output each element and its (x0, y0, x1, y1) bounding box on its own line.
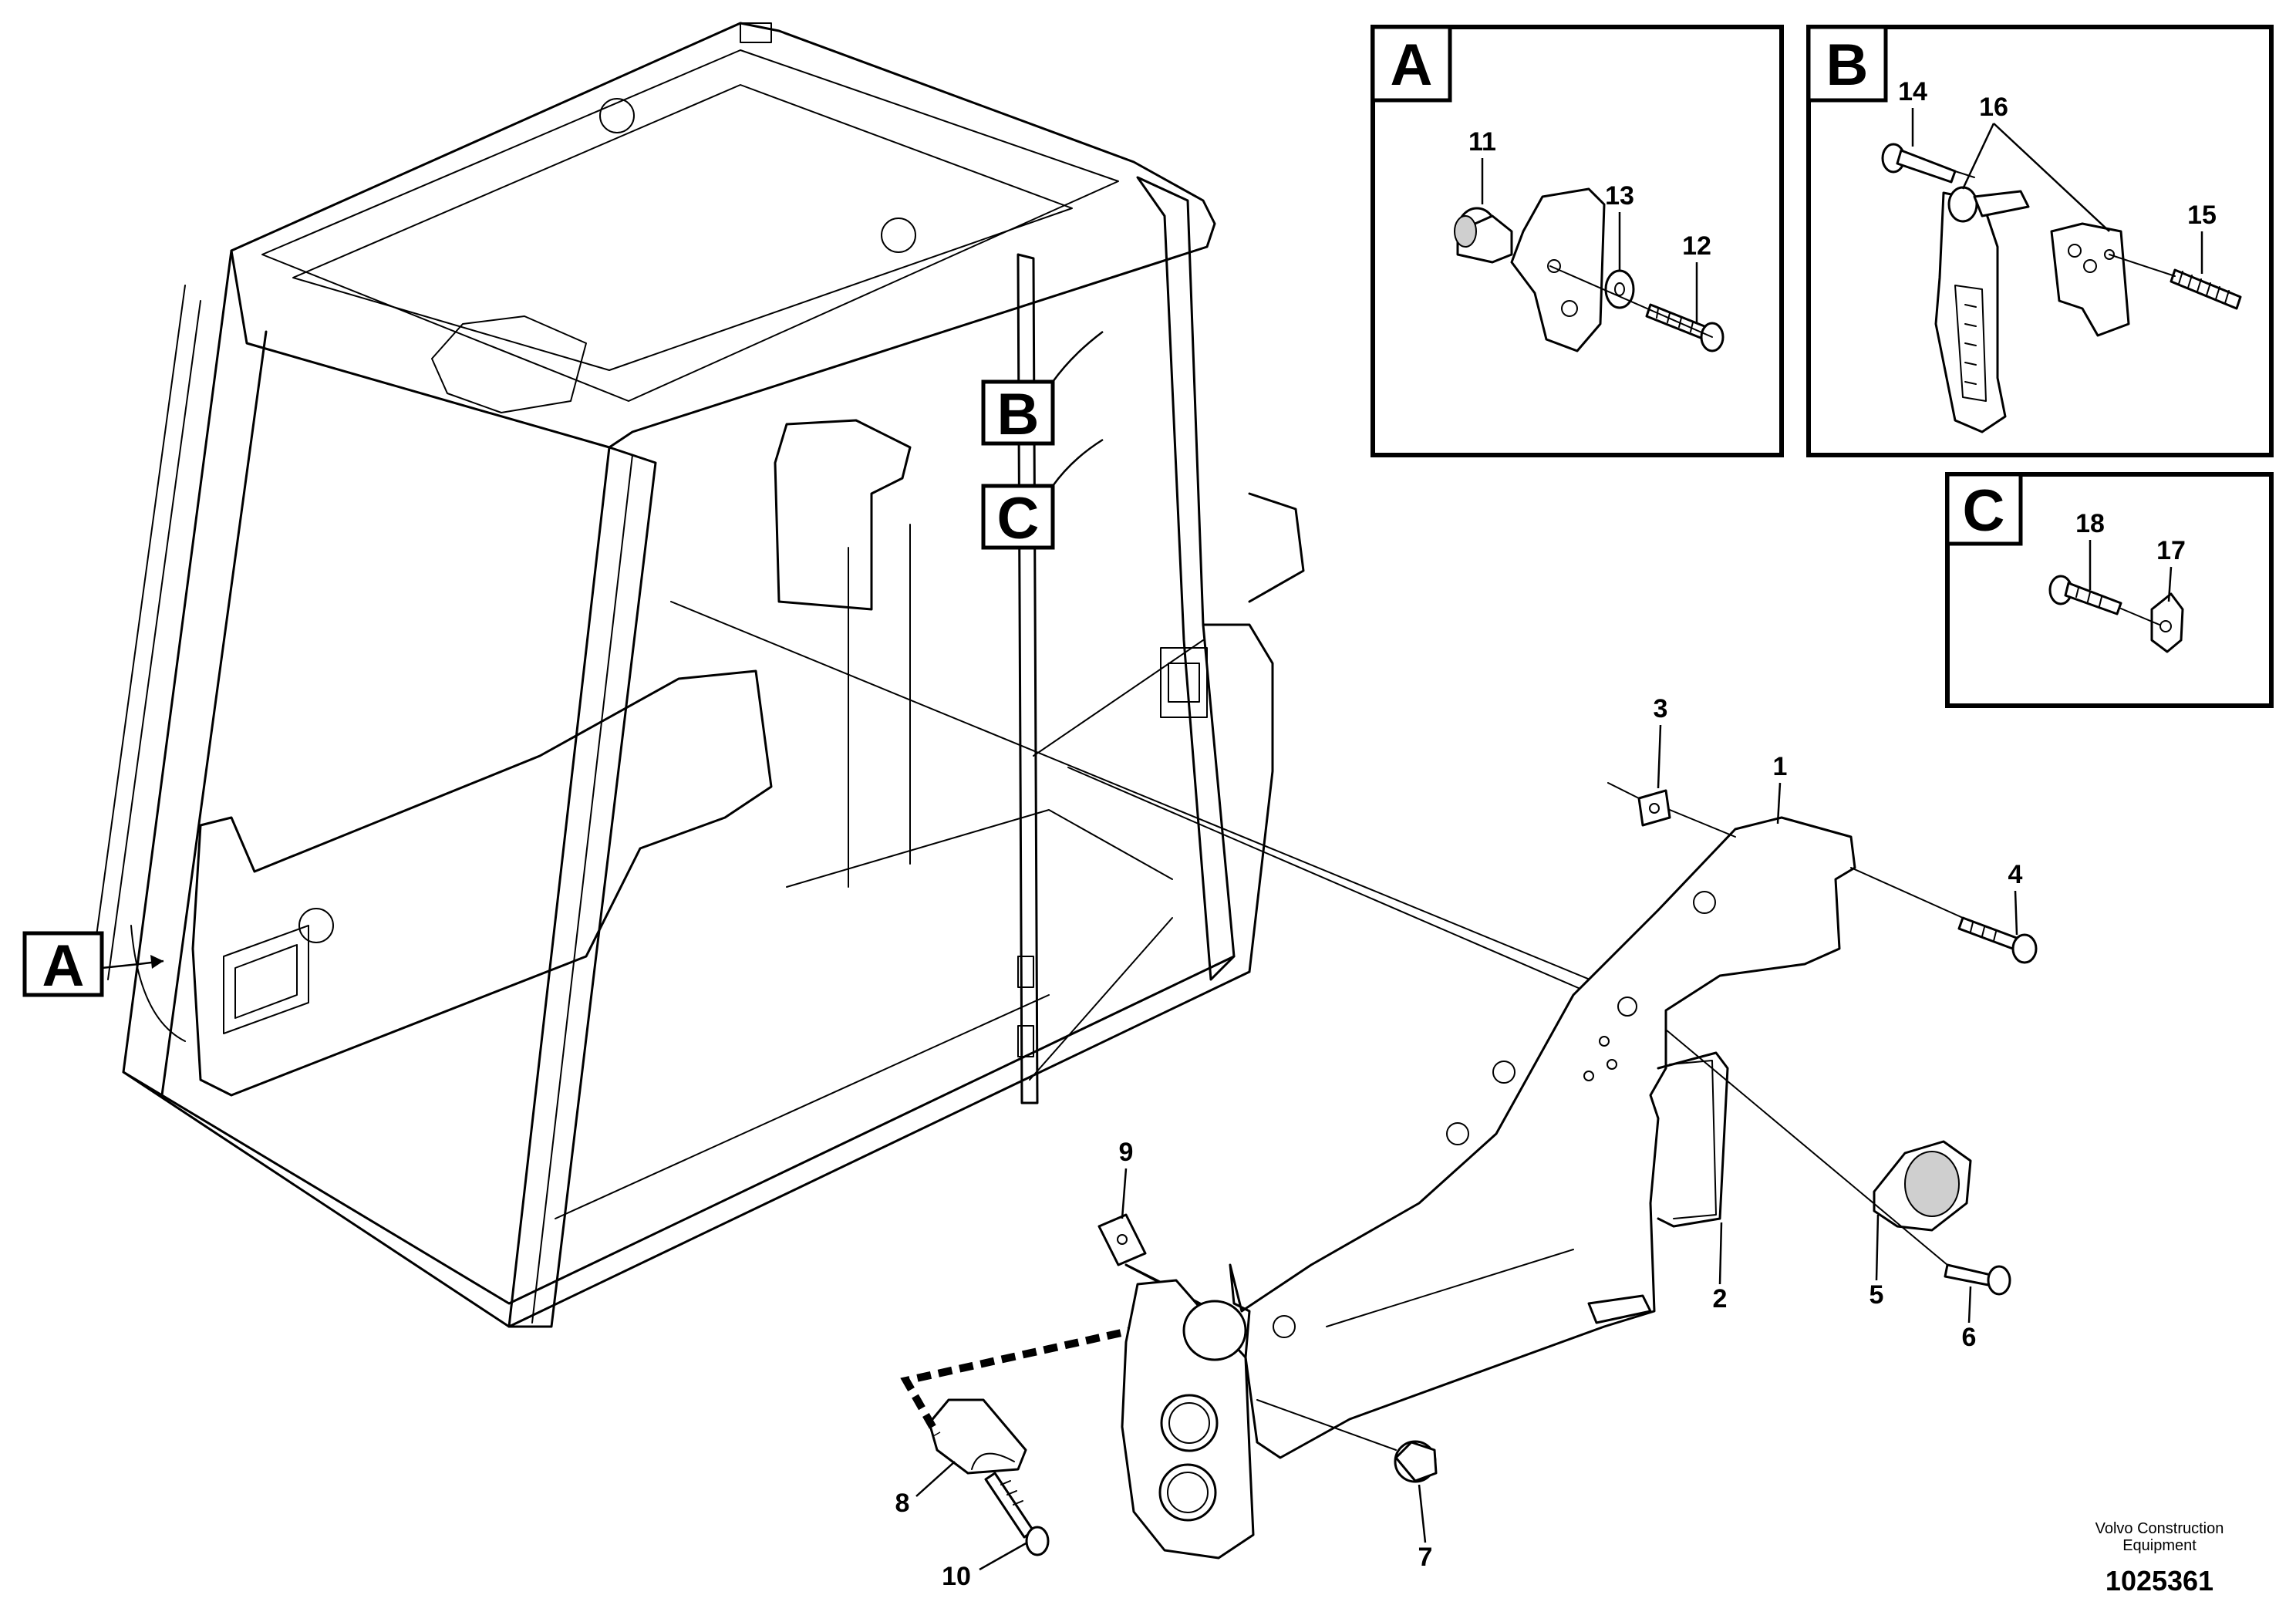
part-8-small-cover (928, 1398, 1027, 1475)
callout-tag-a: A (22, 931, 164, 999)
svg-text:18: 18 (2075, 509, 2105, 538)
svg-text:B: B (1826, 32, 1869, 98)
part-3-clip-nut (1607, 782, 1736, 838)
detail-a-part-13-washer (1604, 269, 1635, 309)
svg-text:12: 12 (1682, 231, 1711, 261)
callout-tag-b: B (981, 331, 1104, 447)
footer-credit: Volvo Construction Equipment 1025361 (2095, 1520, 2224, 1597)
callout-tag-c: C (981, 438, 1104, 551)
mounting-dashed-line (900, 1315, 1185, 1437)
detail-b-latch-handle (1934, 186, 2030, 433)
part-10-bolt (984, 1472, 1050, 1556)
part-7-plug (1256, 1399, 1438, 1483)
detail-view-b: B 14 16 15 (1806, 25, 2274, 457)
assembly-line-upper (670, 601, 1628, 996)
svg-text:A: A (42, 933, 85, 999)
part-6-bolt (1665, 1029, 2011, 1296)
part-1-side-cover (1229, 816, 1856, 1459)
label-part-7: 7 (1418, 1543, 1433, 1572)
label-part-5: 5 (1870, 1280, 1884, 1310)
svg-text:A: A (1391, 32, 1433, 98)
label-part-4: 4 (2008, 860, 2023, 889)
label-part-2: 2 (1713, 1284, 1728, 1313)
label-part-1: 1 (1773, 752, 1788, 781)
svg-text:C: C (1963, 478, 2005, 544)
detail-c-part-17-tab (2150, 592, 2184, 653)
detail-view-a: A 11 13 12 (1371, 25, 1784, 457)
svg-text:B: B (997, 382, 1040, 447)
detail-b-striker-plate (2050, 222, 2130, 337)
label-part-10: 10 (942, 1562, 971, 1591)
detail-b-part-14-bolt (1881, 143, 1957, 184)
label-part-9: 9 (1119, 1138, 1134, 1167)
label-part-3: 3 (1654, 694, 1668, 723)
part-4-bolt (1850, 867, 2038, 964)
svg-text:C: C (997, 486, 1040, 551)
detail-b-part-15-spring (2170, 268, 2242, 310)
assembly-line-lower (1067, 767, 1667, 1027)
detail-view-c: C 18 17 (1945, 472, 2274, 708)
svg-text:Equipment: Equipment (2122, 1537, 2197, 1554)
svg-text:13: 13 (1605, 181, 1634, 211)
svg-text:17: 17 (2156, 536, 2186, 565)
svg-text:Volvo Construction: Volvo Construction (2095, 1520, 2224, 1537)
part-5-cover-cap (1873, 1140, 1972, 1232)
svg-text:15: 15 (2187, 201, 2217, 230)
detail-a-part-11-bushing (1454, 207, 1513, 264)
svg-text:14: 14 (1898, 77, 1927, 106)
detail-c-part-18-bolt (2048, 575, 2122, 615)
detail-a-part-12-bolt (1645, 303, 1725, 352)
document-number: 1025361 (2106, 1565, 2213, 1597)
cab-frame (92, 22, 1305, 1328)
label-part-6: 6 (1962, 1323, 1977, 1352)
part-2-seal-strip (1657, 1051, 1729, 1228)
lower-console-piece (1121, 1279, 1255, 1560)
svg-text:16: 16 (1979, 93, 2008, 122)
label-part-8: 8 (895, 1489, 910, 1518)
svg-text:11: 11 (1468, 127, 1496, 157)
